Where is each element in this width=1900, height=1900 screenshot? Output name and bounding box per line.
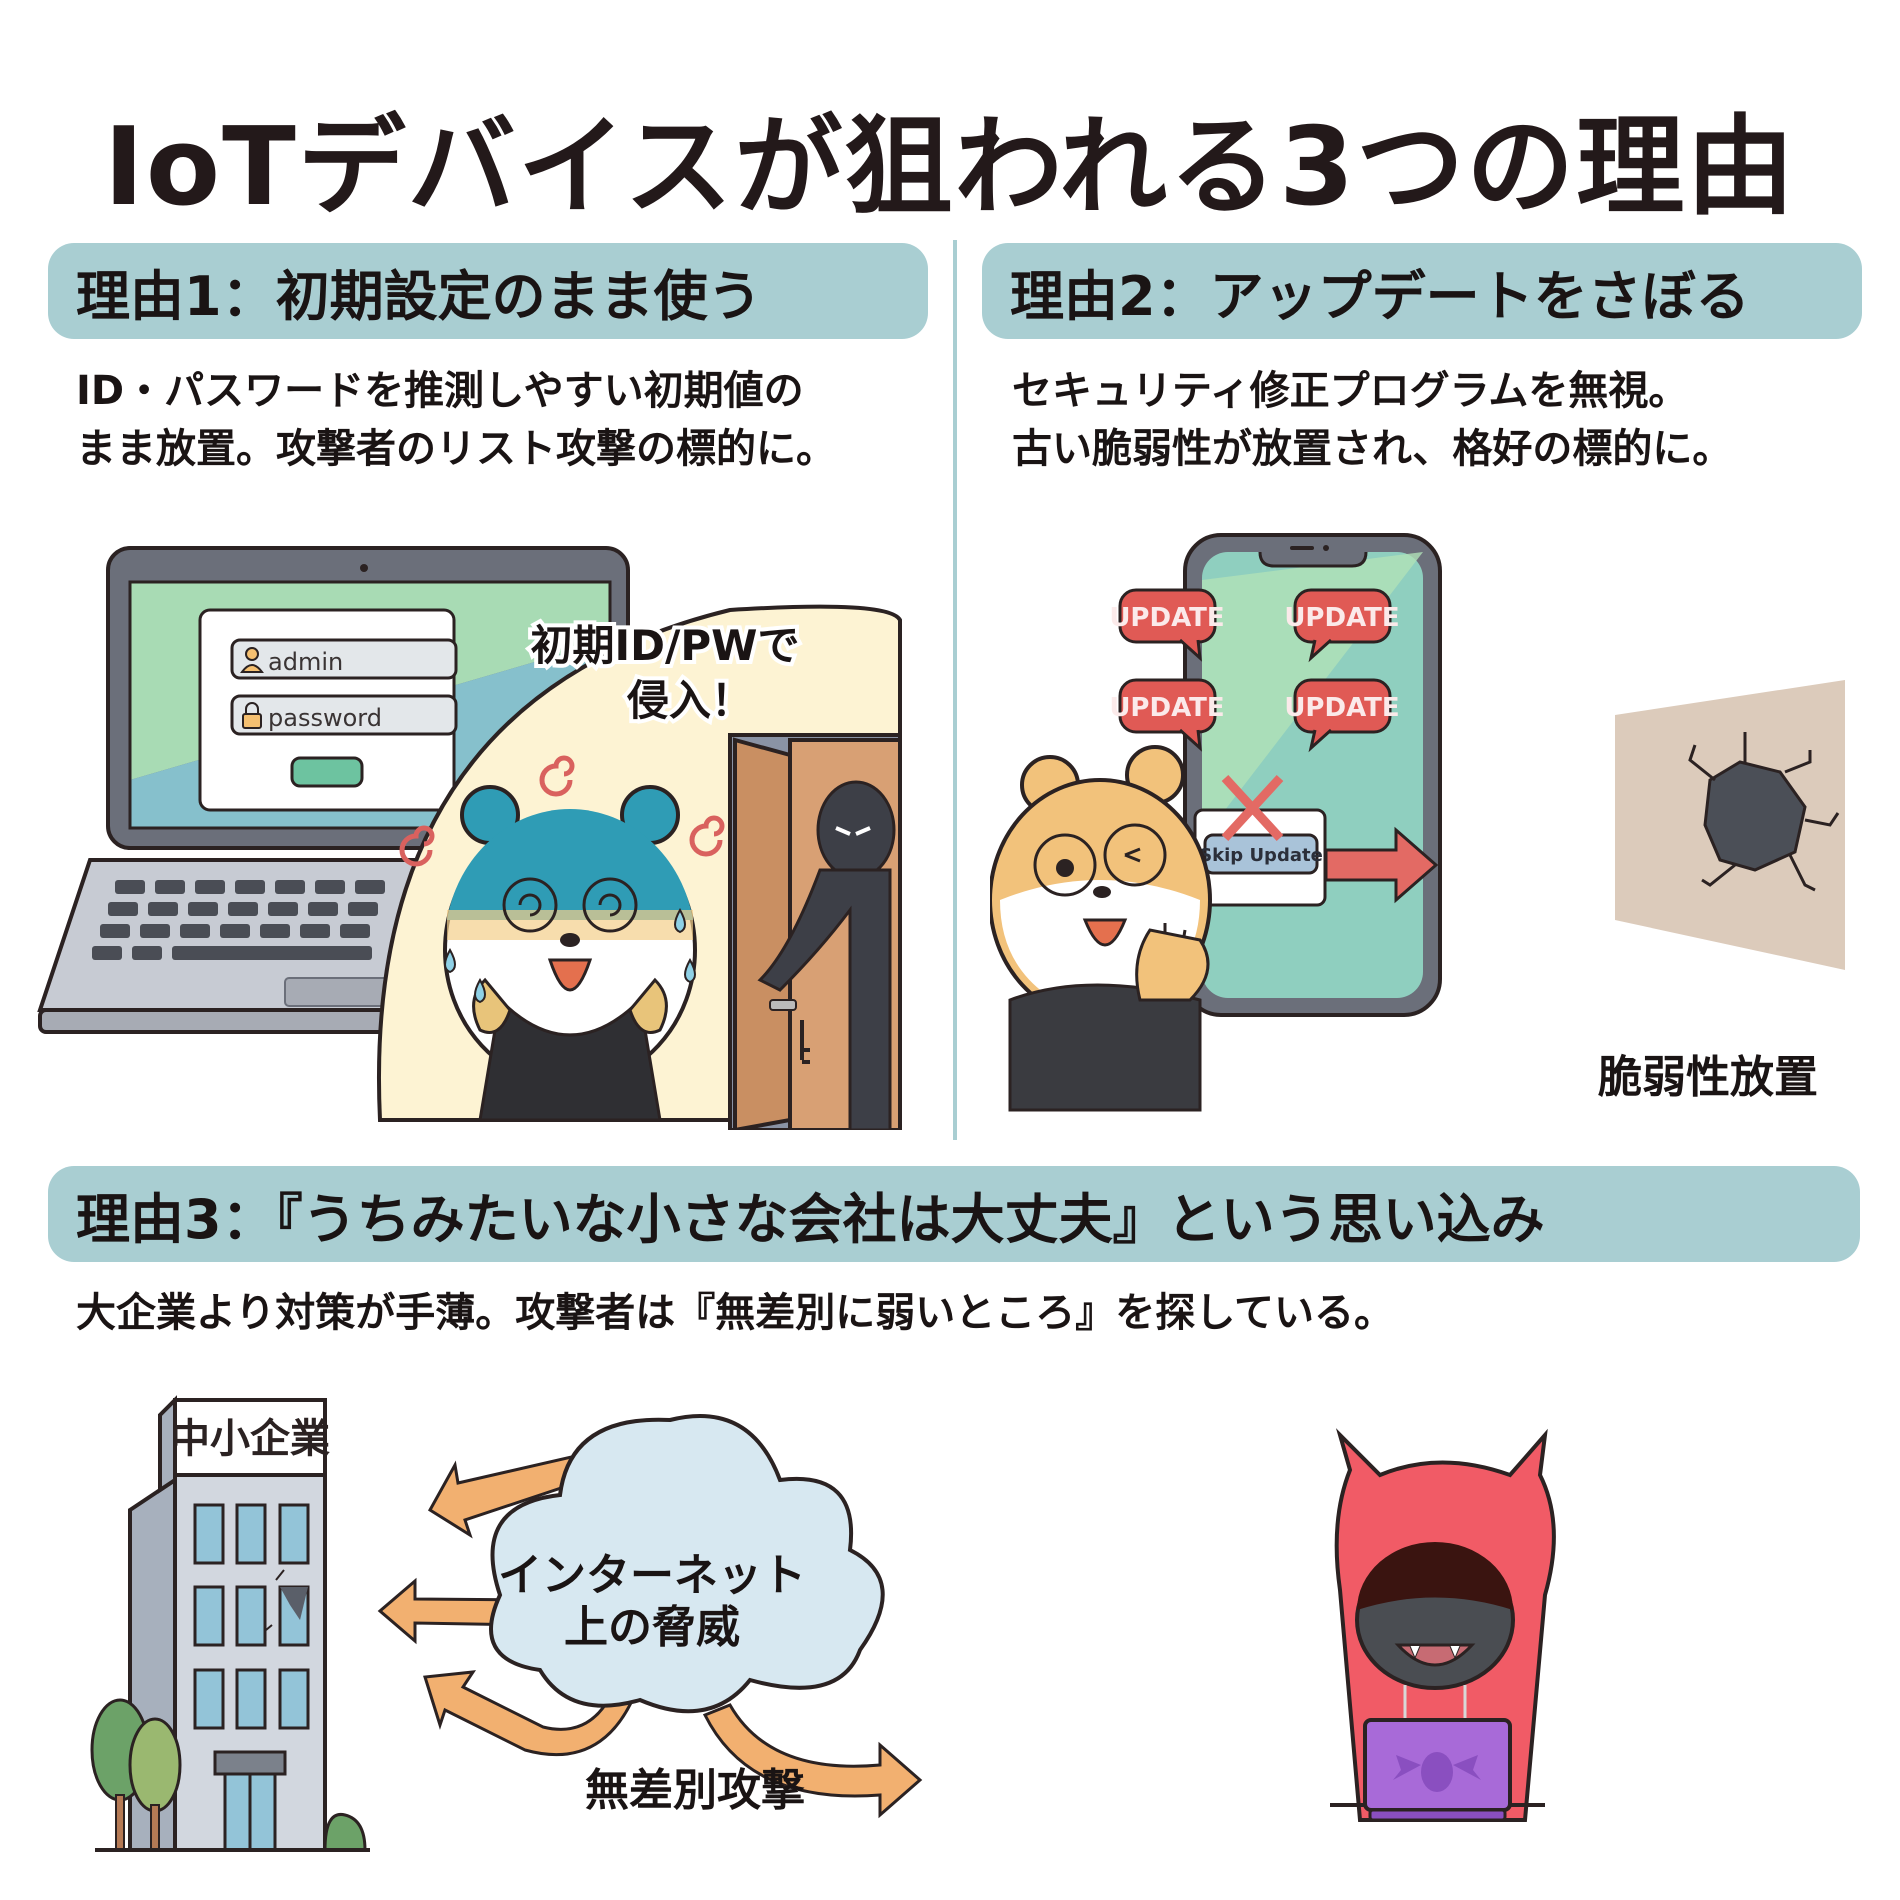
callout-line2: 侵入！ xyxy=(626,676,753,725)
arrow-right-icon xyxy=(1324,826,1439,904)
bat-icon xyxy=(1393,1752,1481,1792)
callout-line1: 初期ID/PWで xyxy=(531,621,800,670)
building-sign: 中小企業 xyxy=(170,1416,330,1462)
update-bubble: UPDATE xyxy=(1284,588,1400,663)
reason3-heading-text: 理由3：『うちみたいな小さな会社は大丈夫』という思い込み xyxy=(76,1187,1545,1251)
user-icon xyxy=(240,647,264,673)
skip-update-label: Skip Update xyxy=(1199,845,1323,866)
reason1-desc-line1: ID・パスワードを推測しやすい初期値の xyxy=(76,368,804,414)
cloud-icon: インターネット 上の脅威 xyxy=(489,1414,885,1714)
reason2-desc-line1: セキュリティ修正プログラムを無視。 xyxy=(1012,368,1689,414)
reason3-illustration: 中小企業 インターネット 上の脅威 無差別攻撃 xyxy=(90,1395,1556,1852)
reason1-illustration: admin password 初期ID/PWで 侵入！ xyxy=(37,546,902,1130)
winking-hamster-mascot xyxy=(990,745,1212,1112)
smartphone-icon xyxy=(1183,533,1442,1017)
lock-icon xyxy=(242,702,262,729)
update-bubble: UPDATE xyxy=(1109,588,1225,662)
update-bubble: UPDATE xyxy=(1284,678,1400,753)
reason2-heading-text: 理由2：アップデートをさぼる xyxy=(1010,264,1750,328)
attack-arrows xyxy=(377,1453,923,1819)
reason1-desc-line2: まま放置。攻撃者のリスト攻撃の標的に。 xyxy=(76,426,836,472)
reason3-description: 大企業より対策が手薄。攻撃者は『無差別に弱いところ』を探している。 xyxy=(76,1290,1394,1336)
skip-update-button[interactable] xyxy=(1203,833,1319,875)
reason1-heading-text: 理由1：初期設定のまま使う xyxy=(76,264,762,328)
reason2-heading: 理由2：アップデートをさぼる xyxy=(982,243,1862,339)
svg-text:UPDATE: UPDATE xyxy=(1109,603,1224,633)
svg-text:UPDATE: UPDATE xyxy=(1284,603,1399,633)
reason1-description: ID・パスワードを推測しやすい初期値の まま放置。攻撃者のリスト攻撃の標的に。 xyxy=(76,362,836,478)
username-field: admin xyxy=(268,648,343,676)
x-mark-icon xyxy=(1221,774,1284,842)
svg-text:UPDATE: UPDATE xyxy=(1109,693,1224,723)
cloud-text-line2: 上の脅威 xyxy=(564,1602,740,1653)
page-title: IoTデバイスが狙われる3つの理由 xyxy=(103,105,1797,230)
column-divider xyxy=(953,240,957,1140)
svg-text:UPDATE: UPDATE xyxy=(1284,693,1399,723)
wall-hole-icon xyxy=(1688,732,1840,892)
intruder-figure xyxy=(757,780,896,1130)
update-bubble: UPDATE xyxy=(1109,678,1225,752)
password-field: password xyxy=(268,704,382,732)
cloud-text-line1: インターネット xyxy=(498,1550,806,1601)
laptop-with-bat-logo xyxy=(1363,1718,1512,1822)
vulnerability-label: 脆弱性放置 xyxy=(1597,1052,1818,1103)
indiscriminate-attack-label: 無差別攻撃 xyxy=(585,1765,805,1816)
tree-icon xyxy=(90,1698,367,1852)
worried-hamster-mascot xyxy=(399,755,725,1122)
reason2-desc-line2: 古い脆弱性が放置され、格好の標的に。 xyxy=(1012,426,1733,472)
login-dialog: admin password xyxy=(198,608,458,812)
reason2-description: セキュリティ修正プログラムを無視。 古い脆弱性が放置され、格好の標的に。 xyxy=(1012,362,1732,478)
reason2-illustration: UPDATE UPDATE UPDATE UPDATE Skip Update xyxy=(990,533,1845,1112)
office-building-icon: 中小企業 xyxy=(128,1395,330,1852)
reason3-heading: 理由3：『うちみたいな小さな会社は大丈夫』という思い込み xyxy=(48,1166,1860,1262)
reason1-heading: 理由1：初期設定のまま使う xyxy=(48,243,928,339)
